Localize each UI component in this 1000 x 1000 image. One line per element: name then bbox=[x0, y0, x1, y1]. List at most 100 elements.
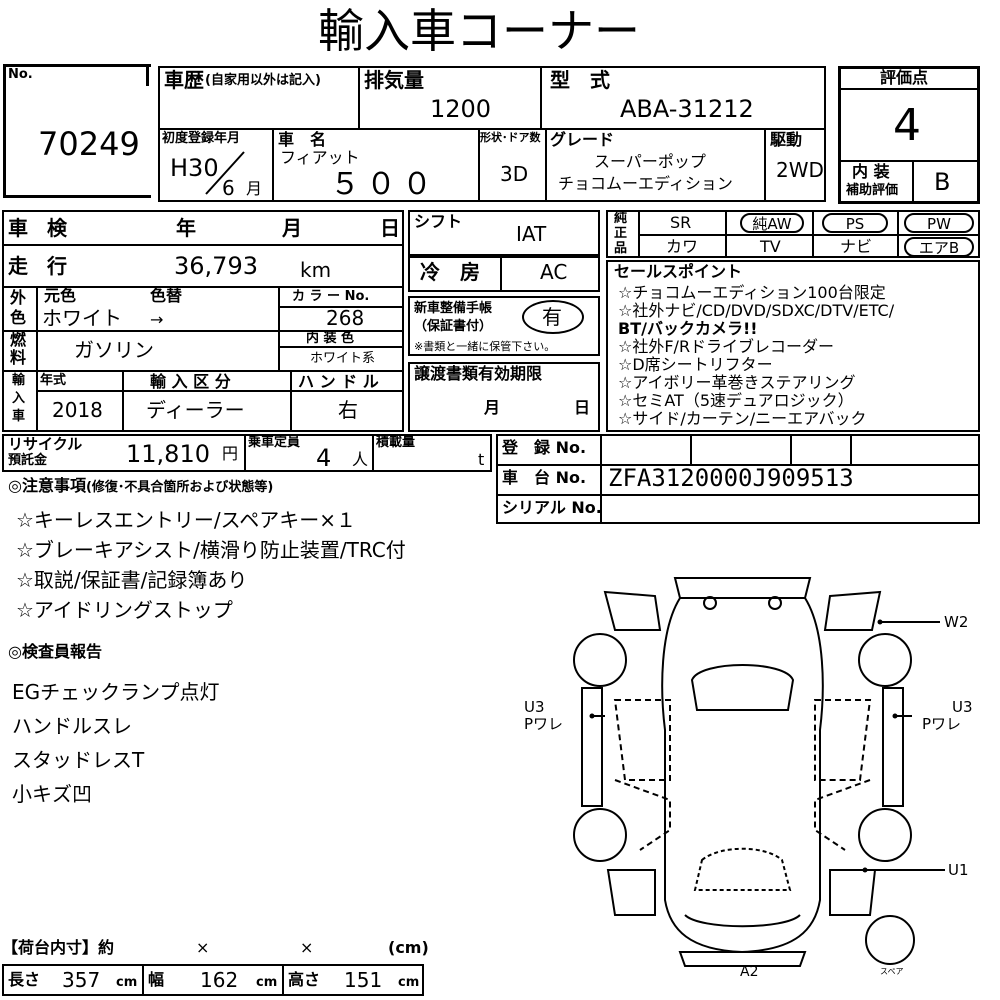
grade-label: グレード bbox=[550, 130, 615, 149]
note-item: ☆アイドリングストップ bbox=[16, 598, 233, 622]
first-reg-month: 6 bbox=[222, 176, 235, 200]
load-unit: t bbox=[478, 450, 485, 469]
displacement-label: 排気量 bbox=[364, 68, 424, 92]
transfer-label: 譲渡書類有効期限 bbox=[414, 364, 543, 383]
mileage-unit: km bbox=[300, 258, 332, 282]
shift-value: IAT bbox=[516, 222, 547, 246]
equip-tv: TV bbox=[760, 237, 781, 256]
mark-u3-left-desc: Pワレ bbox=[524, 715, 563, 733]
equip-side-3: 品 bbox=[614, 241, 628, 256]
sales-point: ☆セミAT（5速デュアロジック） bbox=[618, 391, 854, 410]
serial-label: シリアル No. bbox=[502, 498, 602, 517]
orig-color-label: 元色 bbox=[44, 286, 77, 305]
width-label: 幅 bbox=[148, 970, 165, 989]
chassis-box bbox=[496, 434, 980, 524]
ac-box bbox=[408, 256, 600, 292]
import-type-label: 輸 入 区 分 bbox=[150, 372, 231, 391]
service-circle bbox=[522, 300, 584, 334]
height-label: 高さ bbox=[288, 970, 321, 989]
shift-label: シフト bbox=[414, 212, 463, 231]
history-label: 車歴 bbox=[164, 68, 204, 92]
chassis-label: 車 台 No. bbox=[502, 468, 587, 487]
lot-no-label: No. bbox=[8, 67, 33, 82]
sales-points-label: セールスポイント bbox=[614, 262, 743, 281]
fuel-value: ガソリン bbox=[74, 338, 154, 362]
equip-power-window: PW bbox=[904, 213, 974, 233]
cargo-unit: (cm) bbox=[388, 938, 429, 957]
history-note: (自家用以外は記入) bbox=[205, 73, 321, 88]
drive-value: 2WD bbox=[776, 158, 824, 182]
mark-u3-left-code: U3 bbox=[524, 698, 545, 716]
lot-number: 70249 bbox=[38, 125, 140, 163]
equip-sr: SR bbox=[670, 213, 692, 232]
registration-block bbox=[2, 210, 404, 432]
mileage-value: 36,793 bbox=[174, 252, 258, 280]
ac-value: AC bbox=[540, 260, 568, 284]
score-value: 4 bbox=[893, 100, 921, 151]
inspection-year-label: 年 bbox=[176, 216, 196, 240]
equip-alloy-wheel: 純AW bbox=[740, 213, 804, 233]
body-label: 形状･ドア数 bbox=[480, 131, 541, 144]
notes-heading: ◎注意事項(修復･不具合箇所および状態等) bbox=[8, 476, 274, 495]
cargo-dimensions-row bbox=[2, 964, 424, 996]
sales-point: BT/バックカメラ!! bbox=[618, 319, 758, 338]
recycle-label-2: 預託金 bbox=[8, 453, 48, 468]
service-note: ※書類と一緒に保管下さい。 bbox=[414, 340, 556, 353]
note-item: ☆取説/保証書/記録簿あり bbox=[16, 568, 248, 592]
color-side-1: 外 bbox=[10, 288, 27, 307]
mark-u3-right-code: U3 bbox=[952, 698, 973, 716]
body-value: 3D bbox=[500, 162, 529, 186]
interior-grade: B bbox=[934, 168, 951, 196]
grade-line-1: スーパーポップ bbox=[594, 152, 706, 171]
mark-a2: A2 bbox=[740, 964, 758, 980]
height-unit: cm bbox=[398, 975, 420, 990]
color-no-value: 268 bbox=[326, 306, 365, 330]
int-color-value: ホワイト系 bbox=[310, 351, 376, 366]
note-item: ☆キーレスエントリー/スペアキー×１ bbox=[16, 508, 357, 532]
grade-line-2: チョコムーエディション bbox=[558, 174, 733, 193]
length-unit: cm bbox=[116, 975, 138, 990]
first-reg-label: 初度登録年月 bbox=[162, 131, 241, 146]
equip-side-1: 純 bbox=[614, 211, 628, 226]
score-box bbox=[838, 66, 980, 204]
inspector-heading: ◎検査員報告 bbox=[8, 642, 102, 661]
load-label: 積載量 bbox=[376, 435, 416, 450]
transfer-day-label: 日 bbox=[574, 398, 591, 417]
car-name: ５００ bbox=[330, 167, 438, 202]
interior-sub-label: 補助評価 bbox=[846, 183, 899, 198]
recycle-value: 11,810 bbox=[126, 440, 210, 468]
maker-name: フィアット bbox=[280, 148, 360, 167]
inspection-label: 車 検 bbox=[8, 216, 73, 240]
color-side-2: 色 bbox=[10, 308, 27, 327]
service-value: 有 bbox=[542, 305, 562, 329]
handle-value: 右 bbox=[338, 398, 358, 422]
inspector-item: ハンドルスレ bbox=[12, 714, 132, 738]
cargo-x-2: × bbox=[300, 938, 314, 957]
capacity-unit: 人 bbox=[352, 450, 369, 469]
inspection-day-label: 日 bbox=[380, 216, 400, 240]
sales-point: ☆サイド/カーテン/ニーエアバック bbox=[618, 409, 867, 428]
recycle-label-1: リサイクル bbox=[8, 435, 83, 453]
cargo-label: 【荷台内寸】約 bbox=[2, 938, 115, 957]
equip-airbag: エアB bbox=[904, 237, 974, 257]
spare-label: スペア bbox=[880, 967, 903, 976]
mark-w2: W2 bbox=[944, 613, 968, 631]
mark-u3-right-desc: Pワレ bbox=[922, 715, 961, 733]
model-value: ABA-31212 bbox=[620, 95, 754, 123]
equip-leather: カワ bbox=[666, 237, 699, 256]
color-value: ホワイト bbox=[42, 306, 122, 330]
fuel-side-1: 燃 bbox=[10, 330, 27, 349]
displacement-value: 1200 bbox=[430, 95, 492, 123]
length-value: 357 bbox=[62, 968, 101, 992]
model-year-label: 年式 bbox=[40, 373, 67, 388]
car-name-label: 車 名 bbox=[278, 130, 327, 149]
sales-point: ☆アイボリー革巻きステアリング bbox=[618, 373, 856, 392]
first-reg-month-unit: 月 bbox=[246, 179, 263, 198]
transfer-box bbox=[408, 362, 600, 432]
sales-points-box bbox=[606, 260, 980, 432]
car-condition-diagram: W2 U1 U3 Pワレ U3 Pワレ A2 スペア bbox=[524, 577, 973, 980]
length-label: 長さ bbox=[8, 970, 41, 989]
mark-u1: U1 bbox=[948, 861, 969, 879]
inspector-item: 小キズ凹 bbox=[12, 782, 92, 806]
import-side-2: 入 bbox=[12, 391, 26, 406]
